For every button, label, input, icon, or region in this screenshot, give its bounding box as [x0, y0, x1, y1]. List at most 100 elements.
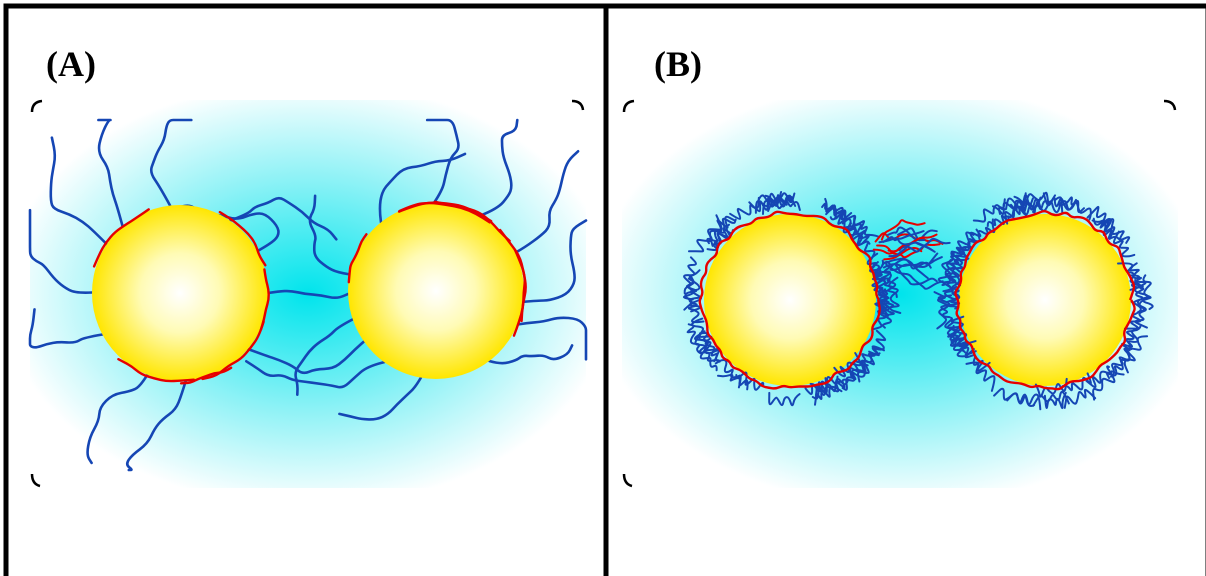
polymer-coil [1032, 390, 1070, 407]
polymer-chain [308, 194, 351, 276]
polymer-coil [937, 294, 953, 319]
polymer-coil [688, 214, 723, 253]
polymer-coil [872, 303, 889, 331]
polymer-chain [86, 373, 149, 465]
polymer-coil [706, 217, 737, 245]
polymer-coil [1032, 200, 1064, 214]
polymer-chain [425, 118, 460, 205]
polymer-coil [687, 296, 705, 324]
anchor-segment [433, 200, 511, 243]
corner-mark [30, 473, 41, 488]
polymer-coil [694, 335, 718, 372]
polymer-coil [1086, 205, 1113, 231]
polymer-chain [514, 150, 580, 255]
corner-mark [1163, 99, 1177, 111]
polymer-coil [729, 196, 760, 220]
anchor-segment [117, 358, 195, 383]
polymer-coil [964, 348, 991, 372]
anchor-ring [954, 209, 1136, 391]
particle-core [348, 203, 524, 379]
polymer-coil [876, 259, 893, 288]
bridge-coil [882, 252, 939, 269]
polymer-chain [149, 118, 193, 207]
polymer-coil [1134, 295, 1151, 329]
polymer-coil [1092, 370, 1125, 401]
polymer-coil [1042, 192, 1077, 211]
corner-mark [571, 99, 585, 111]
anchor-segment [512, 248, 526, 337]
polymer-coil [853, 214, 880, 238]
polymer-coil [1043, 391, 1067, 410]
polymer-chain [488, 344, 574, 365]
polymer-coil [1123, 335, 1149, 374]
polymer-coil [998, 194, 1034, 215]
panel-b-diagram [622, 99, 1178, 488]
polymer-coil [683, 276, 698, 311]
polymer-chain [522, 219, 588, 304]
polymer-coil [883, 265, 898, 298]
polymer-coil [986, 214, 1010, 227]
anchor-segment [347, 233, 368, 284]
polymer-chain [49, 136, 109, 246]
particles-a [28, 118, 588, 472]
polymer-coil [764, 192, 796, 207]
polymer-chain [294, 318, 354, 396]
anchor-segment [259, 268, 270, 331]
polymer-coil [714, 358, 742, 389]
polymer-coil [846, 222, 871, 246]
polymer-coil [694, 330, 721, 362]
polymer-coil [993, 387, 1036, 407]
bridge-coil [884, 257, 932, 270]
polymer-coil [709, 215, 735, 247]
polymer-coil [1121, 327, 1138, 352]
polymer-chain [245, 360, 386, 389]
panel-label-a: (A) [46, 44, 96, 84]
polymer-chain [125, 379, 188, 472]
polymer-chain [516, 316, 588, 361]
bridge-coil [897, 227, 938, 242]
anchor-segment [218, 210, 267, 267]
polymer-coil [825, 206, 852, 230]
polymer-coil [954, 332, 977, 356]
polymer-chain [246, 337, 369, 375]
polymer-coil [959, 228, 982, 251]
particle-core [704, 214, 876, 386]
particle-core [92, 205, 268, 381]
polymer-coil [868, 329, 887, 357]
anchor-segment [92, 208, 150, 268]
polymer-chain [378, 152, 467, 224]
polymer-coil [950, 315, 977, 346]
particles-b [682, 191, 1154, 411]
particle-core [959, 214, 1131, 386]
bridge-coil [882, 230, 925, 243]
corner-mark [622, 99, 635, 113]
polymer-chain [479, 118, 519, 217]
polymer-chain [28, 208, 94, 294]
bridge-coil [885, 263, 944, 290]
polymer-coil [946, 285, 961, 310]
anchor-ring [698, 210, 881, 390]
corner-mark [30, 99, 43, 113]
corner-mark [622, 473, 633, 488]
panel-label-b: (B) [654, 44, 702, 84]
polymer-coil [844, 223, 870, 245]
bridge-coil [894, 263, 938, 286]
polymer-coil [1102, 217, 1131, 244]
polymer-coil [946, 246, 967, 275]
polymer-coil [833, 352, 862, 378]
polymer-coil [768, 391, 801, 407]
polymer-chain [97, 118, 124, 228]
polymer-coil [1112, 230, 1136, 258]
polymer-chain [338, 376, 423, 421]
bridge-coil [898, 237, 951, 253]
polymer-coil [1091, 219, 1116, 240]
panel-a-diagram [28, 99, 588, 488]
polymer-coil [972, 198, 1006, 223]
polymer-chain [228, 196, 338, 241]
polymer-coil [942, 259, 956, 293]
polymer-chain [28, 308, 104, 349]
bridge-coil [880, 219, 926, 241]
polymer-coil [698, 331, 721, 363]
anchor-segment [179, 366, 233, 385]
